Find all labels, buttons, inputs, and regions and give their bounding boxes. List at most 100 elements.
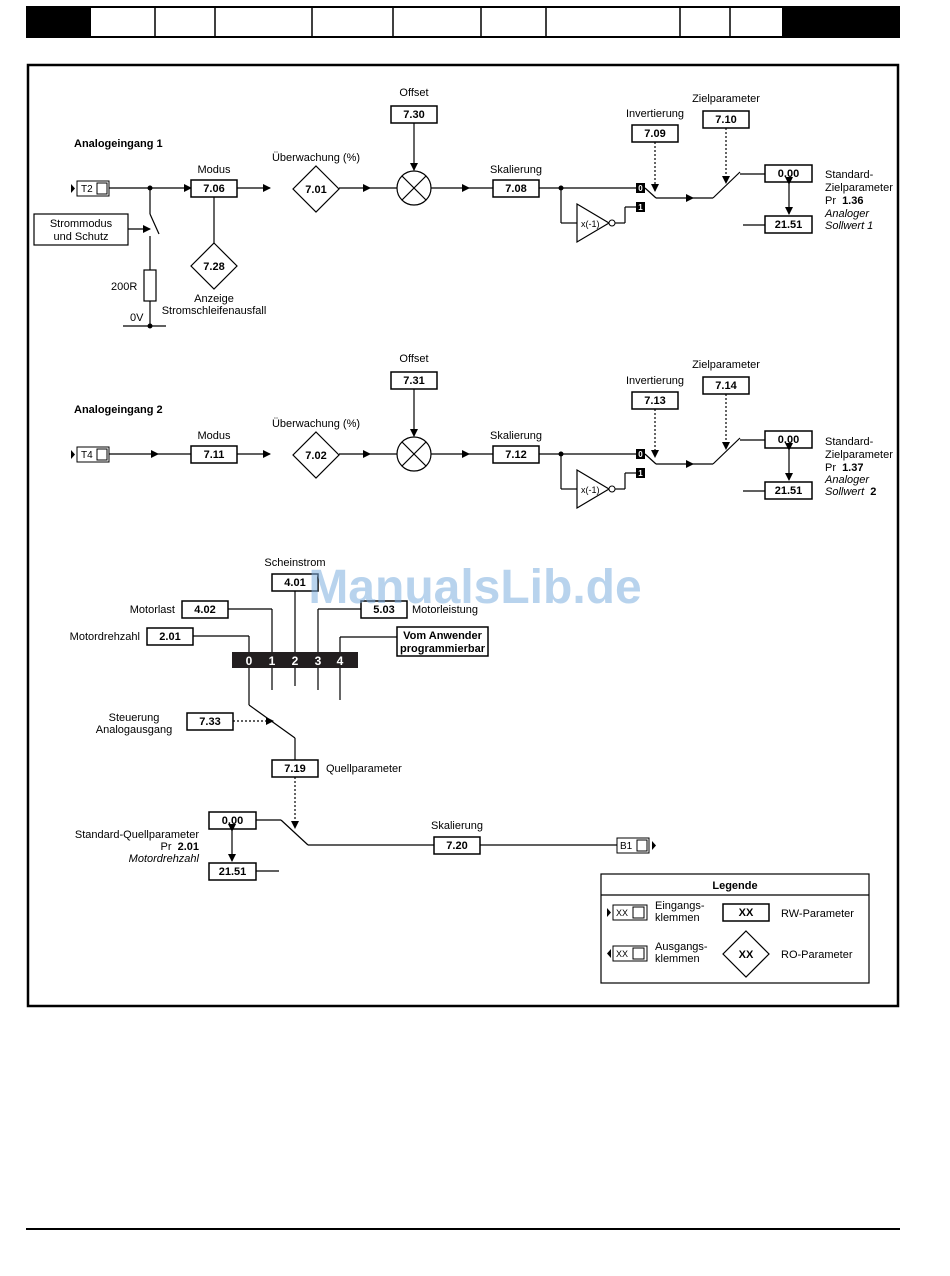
default-2-name2: Sollwert 2 xyxy=(825,486,876,498)
analog1-title: Analogeingang 1 xyxy=(74,138,163,150)
mode-label: Modus xyxy=(197,164,231,176)
invert2-label: Invertierung xyxy=(626,375,684,387)
monitor-label: Überwachung (%) xyxy=(272,152,360,164)
loss-label-line1: Anzeige xyxy=(194,293,234,305)
default-1-l2: Zielparameter xyxy=(825,182,893,194)
default-2-pr: Pr 1.37 xyxy=(825,462,863,474)
selector-4: 4 xyxy=(337,654,344,668)
scaling-label: Skalierung xyxy=(490,164,542,176)
offset2-label: Offset xyxy=(399,353,428,365)
motor-speed-label: Motordrehzahl xyxy=(70,631,140,643)
motor-load-label: Motorlast xyxy=(130,604,175,616)
summing-junction-1 xyxy=(396,170,432,206)
default-1-pr-value: 1.36 xyxy=(842,195,863,207)
legend-input-terminal-icon: XX xyxy=(607,904,648,921)
legend-ro-label: RO-Parameter xyxy=(781,949,853,961)
offset-label: Offset xyxy=(399,87,428,99)
default-2-name2-text: Sollwert xyxy=(825,486,865,498)
selector-1-label: 1 xyxy=(638,203,643,212)
invert-label: Invertierung xyxy=(626,108,684,120)
legend-rw-label: RW-Parameter xyxy=(781,908,854,920)
value-max-1[interactable] xyxy=(764,215,813,234)
legend-out-xx: XX xyxy=(616,949,628,959)
param-7-14-label: 7.14 xyxy=(715,380,737,392)
param-7-30-label: 7.30 xyxy=(403,109,424,121)
scaling2-label: Skalierung xyxy=(490,430,542,442)
terminal-t2-label: T2 xyxy=(81,184,93,195)
selector2-1-label: 1 xyxy=(638,469,643,478)
legend-in-xx: XX xyxy=(616,908,628,918)
watermark: ManualsLib.de xyxy=(308,561,641,614)
value-min-out-label: 0.00 xyxy=(222,815,243,827)
current-mode-line2: und Schutz xyxy=(53,231,108,243)
analog-input-1: Analogeingang 1 T2 200R 0V Strommodus un… xyxy=(33,87,893,329)
default-out-l1: Standard-Quellparameter xyxy=(75,829,199,841)
selector-0: 0 xyxy=(246,654,253,668)
default-out-pr: Pr 2.01 xyxy=(161,841,199,853)
analog-input-2: Analogeingang 2 T4 Modus 7.11 Überwachun… xyxy=(71,353,893,510)
param-7-01[interactable] xyxy=(292,165,340,213)
param-7-06-label: 7.06 xyxy=(203,183,224,195)
terminal-t2: T2 xyxy=(71,180,110,197)
legend: Legende XX Eingangs- klemmen XX Ausgangs… xyxy=(600,873,870,984)
legend-output-terminal-icon: XX xyxy=(607,945,648,962)
default-1-l1: Standard- xyxy=(825,169,874,181)
default-1-name1: Analoger xyxy=(824,208,870,220)
current-mode-box xyxy=(33,213,129,246)
param-7-08-label: 7.08 xyxy=(505,183,526,195)
terminal-b1: B1 xyxy=(616,837,656,854)
default-2-pr-value: 1.37 xyxy=(842,462,863,474)
selector-1: 1 xyxy=(269,654,276,668)
legend-in-l2: klemmen xyxy=(655,912,700,924)
legend-out-l2: klemmen xyxy=(655,953,700,965)
loss-label-line2: Stromschleifenausfall xyxy=(162,305,267,317)
value-max-out-label: 21.51 xyxy=(219,866,247,878)
param-7-02[interactable] xyxy=(292,431,340,479)
apparent-label: Scheinstrom xyxy=(264,557,325,569)
param-7-33-label: 7.33 xyxy=(199,716,220,728)
resistor-label: 200R xyxy=(111,281,137,293)
default-2-pr-prefix: Pr xyxy=(825,462,836,474)
default-2-l1: Standard- xyxy=(825,436,874,448)
default-2-l2: Zielparameter xyxy=(825,449,893,461)
monitor2-label: Überwachung (%) xyxy=(272,418,360,430)
out-scaling-label: Skalierung xyxy=(431,820,483,832)
summing-junction-2 xyxy=(396,436,432,472)
value-max-2-label: 21.51 xyxy=(775,485,803,497)
default-out-pr-prefix: Pr xyxy=(161,841,172,853)
zero-v-label: 0V xyxy=(130,312,144,324)
param-7-19-label: 7.19 xyxy=(284,763,305,775)
control-label-2: Analogausgang xyxy=(96,724,172,736)
terminal-t4-label: T4 xyxy=(81,450,93,461)
selector-2: 2 xyxy=(292,654,299,668)
legend-in-l1: Eingangs- xyxy=(655,900,705,912)
param-7-12-label: 7.12 xyxy=(505,449,526,461)
selector2-0-label: 0 xyxy=(638,450,643,459)
default-out-name: Motordrehzahl xyxy=(129,853,200,865)
value-min-2-label: 0.00 xyxy=(778,434,799,446)
value-max-2[interactable] xyxy=(764,481,813,500)
legend-ro-diamond xyxy=(722,930,770,978)
param-7-28[interactable] xyxy=(190,242,238,290)
param-7-11-label: 7.11 xyxy=(204,449,225,461)
current-mode-line1: Strommodus xyxy=(50,218,113,230)
legend-rw-xx: XX xyxy=(739,907,754,919)
control-label-1: Steuerung xyxy=(109,712,160,724)
dest-label: Zielparameter xyxy=(692,93,760,105)
param-7-31-label: 7.31 xyxy=(403,375,424,387)
user-programmable-box[interactable] xyxy=(396,626,489,657)
param-7-01-label: 7.01 xyxy=(305,184,326,196)
resistor-200r xyxy=(143,269,157,302)
selector-0-label: 0 xyxy=(638,184,643,193)
analog2-title: Analogeingang 2 xyxy=(74,404,163,416)
selector-1-marker xyxy=(636,202,645,212)
user-prog-line1: Vom Anwender xyxy=(403,630,483,642)
header-bar xyxy=(26,6,900,38)
inverter-1-label: x(-1) xyxy=(581,219,600,229)
value-min-1-label: 0.00 xyxy=(778,168,799,180)
param-4-01-label: 4.01 xyxy=(284,577,305,589)
param-7-28-label: 7.28 xyxy=(203,261,224,273)
legend-ro-xx: XX xyxy=(739,949,754,961)
param-5-03-label: 5.03 xyxy=(373,604,394,616)
